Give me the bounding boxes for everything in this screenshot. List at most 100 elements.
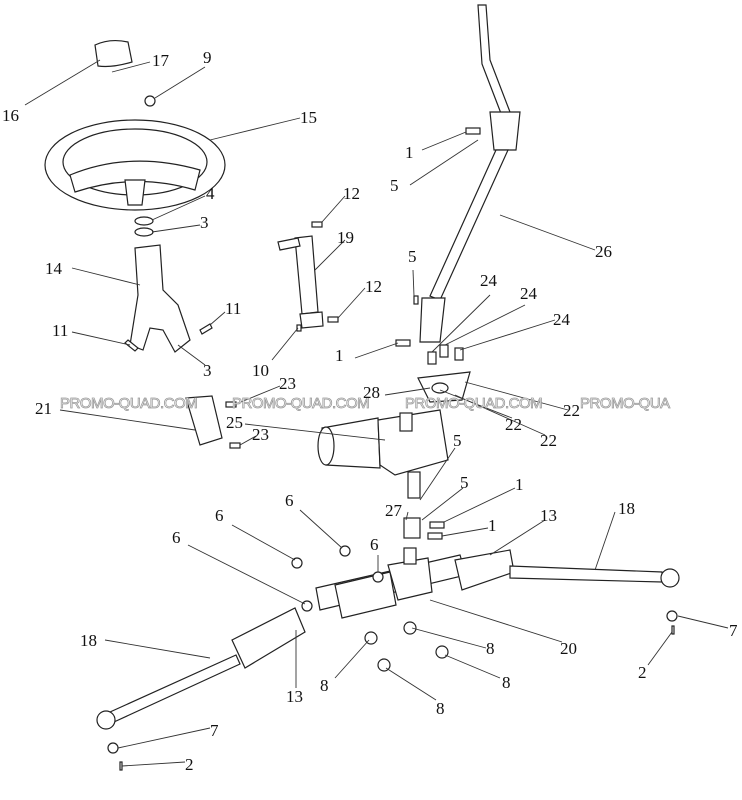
callout: 8: [486, 639, 495, 658]
part-steering-rack: [315, 547, 467, 619]
part-bolt: [439, 344, 449, 358]
callout: 23: [252, 425, 269, 444]
part-bolt: [327, 316, 339, 323]
part-tie-rod-end: [660, 568, 680, 588]
part-pin: [413, 295, 419, 305]
part-cotter-pin: [119, 761, 123, 771]
part-nut: [666, 610, 678, 622]
part-nut: [403, 621, 417, 635]
watermark: PROMO-QUA: [580, 395, 670, 412]
part-tie-rod: [109, 654, 241, 723]
callout: 11: [52, 321, 68, 340]
callout: 26: [595, 242, 612, 261]
part-eye-bolt: [301, 600, 313, 612]
part-nut: [435, 645, 449, 659]
part-nut: [107, 742, 119, 754]
callout: 15: [300, 108, 317, 127]
part-nut: [377, 658, 391, 672]
callout: 1: [488, 516, 497, 535]
callout: 17: [152, 51, 170, 70]
part-bolt: [199, 323, 213, 335]
callout: 6: [172, 528, 181, 547]
part-eye-bolt: [339, 545, 351, 557]
watermark: PROMO-QUAD.COM: [405, 395, 542, 412]
part-column-tube: [129, 244, 191, 353]
callout: 8: [436, 699, 445, 718]
callout: 1: [405, 143, 414, 162]
part-bolt: [454, 347, 464, 361]
callout: 22: [505, 415, 522, 434]
part-cap: [94, 39, 133, 68]
callout: 12: [365, 277, 382, 296]
part-eye-bolt: [291, 557, 303, 569]
callout: 18: [618, 499, 635, 518]
part-intermediate-shaft: [419, 4, 521, 343]
part-shaft: [294, 235, 319, 315]
callout: 14: [45, 259, 63, 278]
callout: 6: [215, 506, 224, 525]
part-shaft-end: [299, 311, 324, 329]
part-eps-motor: [317, 409, 449, 499]
part-cotter-pin: [671, 625, 675, 635]
callout: 3: [200, 213, 209, 232]
part-bolt: [229, 442, 241, 449]
callout: 18: [80, 631, 97, 650]
part-washer: [134, 216, 154, 226]
callout: 22: [540, 431, 557, 450]
part-coupler: [403, 517, 421, 539]
callout: 1: [335, 346, 344, 365]
callout: 12: [343, 184, 360, 203]
part-gasket-hole: [431, 382, 449, 394]
callout: 20: [560, 639, 577, 658]
callout: 6: [370, 535, 379, 554]
callout: 16: [2, 106, 19, 125]
part-tie-rod-end: [96, 710, 116, 730]
part-bolt: [395, 339, 411, 347]
callout: 5: [460, 473, 469, 492]
part-bolt: [311, 221, 323, 228]
callout: 28: [363, 383, 380, 402]
watermark: PROMO-QUAD.COM: [60, 395, 197, 412]
callout-labels: 16 17 9 15 4 3 14 11 11 3 12 19 12 10 1 …: [2, 48, 738, 774]
callout: 9: [203, 48, 212, 67]
callout: 23: [279, 374, 296, 393]
callout: 1: [515, 475, 524, 494]
callout: 5: [390, 176, 399, 195]
callout: 27: [385, 501, 403, 520]
part-nut: [144, 95, 156, 107]
callout: 11: [225, 299, 241, 318]
part-boot: [231, 607, 306, 669]
part-tie-rod: [509, 565, 663, 583]
callout: 13: [286, 687, 303, 706]
part-bolt: [124, 339, 139, 352]
callout: 8: [502, 673, 511, 692]
callout: 2: [185, 755, 194, 774]
part-boot: [454, 549, 515, 591]
callout: 5: [408, 247, 417, 266]
callout: 5: [453, 431, 462, 450]
callout: 25: [226, 413, 243, 432]
callout: 2: [638, 663, 647, 682]
callout: 22: [563, 401, 580, 420]
callout: 13: [540, 506, 557, 525]
callout: 8: [320, 676, 329, 695]
part-eye-bolt: [372, 571, 384, 583]
callout: 24: [480, 271, 498, 290]
watermark: PROMO-QUAD.COM: [232, 395, 369, 412]
part-shaft-yoke: [277, 237, 301, 251]
part-bolt: [465, 127, 481, 135]
part-steering-wheel: [44, 119, 226, 211]
callout: 7: [729, 621, 738, 640]
part-washer: [134, 227, 154, 237]
callout: 21: [35, 399, 52, 418]
part-bolt: [427, 532, 443, 540]
callout: 24: [520, 284, 538, 303]
part-bolt: [427, 351, 437, 365]
part-bolt: [429, 521, 445, 529]
callout: 3: [203, 361, 212, 380]
part-pin: [296, 324, 302, 332]
callout: 7: [210, 721, 219, 740]
part-bolt: [225, 401, 237, 408]
